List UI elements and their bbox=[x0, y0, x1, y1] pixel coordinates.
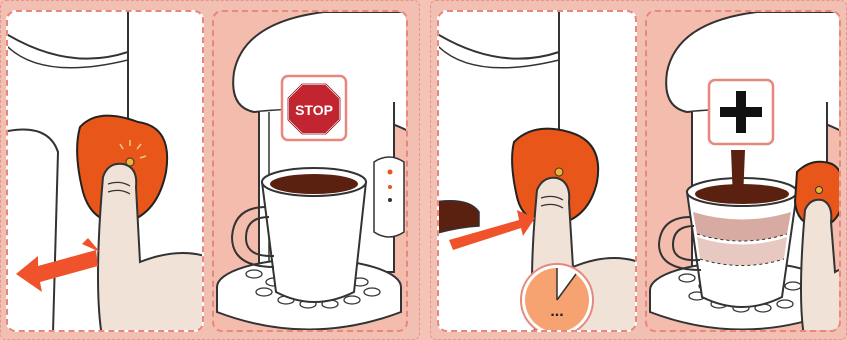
panel-1-illustration bbox=[8, 12, 204, 332]
panel-3-illustration: ... bbox=[439, 12, 637, 332]
panel-add-volume bbox=[645, 10, 841, 332]
panel-4-illustration bbox=[647, 12, 841, 332]
panel-2-illustration: STOP bbox=[214, 12, 408, 332]
panel-stop: STOP bbox=[212, 10, 408, 332]
panel-press-and-hold bbox=[6, 10, 204, 332]
timer-icon bbox=[521, 264, 593, 332]
timer-label: ... bbox=[550, 303, 563, 320]
panel-short-press: ... bbox=[437, 10, 637, 332]
stop-label: STOP bbox=[295, 102, 333, 118]
